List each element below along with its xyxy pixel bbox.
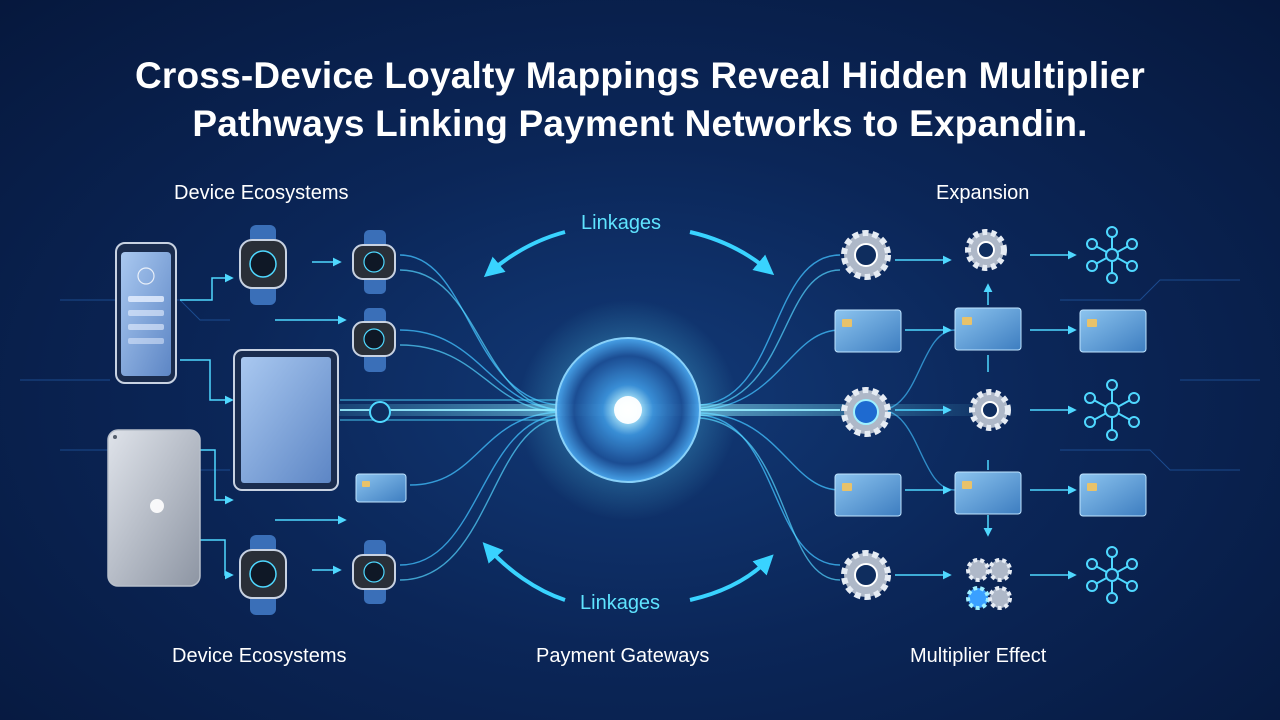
tablet-icon	[233, 349, 339, 491]
label-linkages-bottom: Linkages	[580, 592, 661, 614]
central-orb-icon	[518, 300, 738, 520]
page-title: Cross-Device Loyalty Mappings Reveal Hid…	[0, 52, 1280, 148]
label-multiplier-effect: Multiplier Effect	[910, 645, 1047, 667]
silver-tablet-icon	[107, 429, 201, 587]
output-connectors	[895, 250, 1077, 580]
device-connectors	[180, 257, 347, 580]
title-line-1: Cross-Device Loyalty Mappings Reveal Hid…	[134, 55, 1146, 96]
gear-icon	[841, 387, 891, 437]
payment-card-icon	[954, 307, 1022, 351]
gear-icon	[841, 550, 891, 600]
label-payment-gateways: Payment Gateways	[536, 645, 710, 667]
node-icon	[369, 401, 391, 423]
network-hub-icon	[1086, 546, 1138, 604]
gear-icon	[841, 230, 891, 280]
label-linkages-top: Linkages	[581, 212, 662, 234]
payment-card-icon	[834, 473, 902, 517]
gear-cluster-icon	[966, 558, 1012, 610]
payment-card-icon	[355, 473, 407, 503]
smartwatch-icon	[239, 225, 287, 305]
payment-card-icon	[1079, 473, 1147, 517]
smartwatch-icon	[352, 540, 396, 604]
payment-card-icon	[1079, 309, 1147, 353]
smartphone-icon	[115, 242, 177, 384]
smartwatch-icon	[239, 535, 287, 615]
network-hub-icon	[1086, 226, 1138, 284]
label-expansion: Expansion	[936, 182, 1030, 204]
smartwatch-icon	[352, 308, 396, 372]
smartwatch-icon	[352, 230, 396, 294]
gear-icon	[965, 229, 1007, 271]
title-line-2: Pathways Linking Payment Networks to Exp…	[192, 103, 1088, 144]
payment-card-icon	[834, 309, 902, 353]
gear-icon	[969, 389, 1011, 431]
linkage-arrows	[482, 230, 775, 602]
label-device-ecosystems-bottom: Device Ecosystems	[172, 645, 347, 667]
circuit-lines	[20, 279, 1260, 471]
label-device-ecosystems-top: Device Ecosystems	[174, 182, 349, 204]
network-hub-icon	[1084, 379, 1140, 441]
payment-card-icon	[954, 471, 1022, 515]
